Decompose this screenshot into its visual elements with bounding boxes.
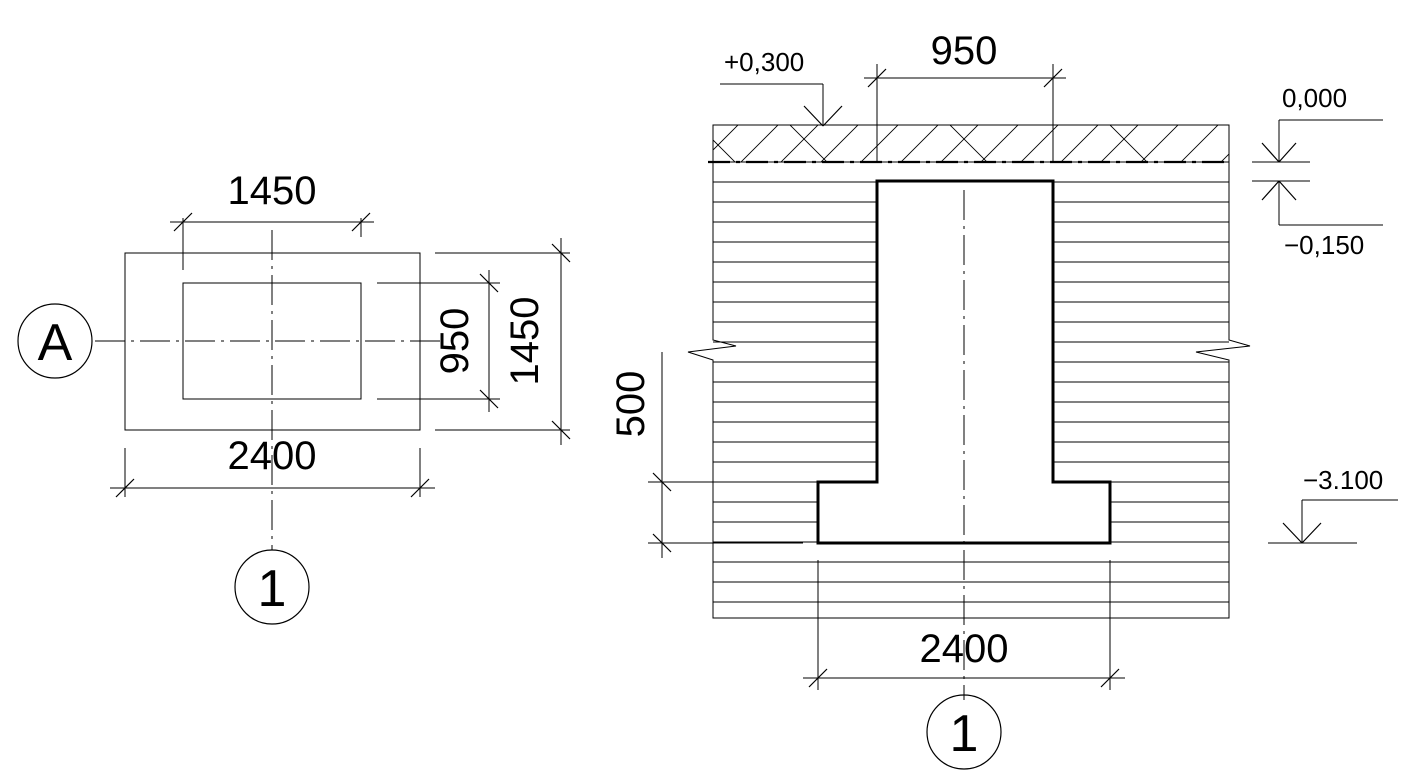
section-dim-top-label: 950	[931, 29, 998, 73]
section-fill-hatch-band	[712, 124, 1230, 163]
plan-dim-bottom: 2400	[110, 434, 435, 498]
plan-axis-bubble-a-label: A	[38, 314, 73, 372]
section-dim-bottom: 2400	[803, 560, 1125, 690]
section-level-top: +0,300	[720, 47, 843, 127]
plan-axis-bubble-1: 1	[234, 549, 310, 625]
section-axis-bubble-1-label: 1	[950, 705, 979, 763]
section-dim-side-label: 500	[609, 371, 653, 438]
section-dim-side: 500	[609, 352, 803, 558]
section-level-ground-label: 0,000	[1282, 83, 1347, 113]
section-soil-outline	[687, 162, 1251, 619]
plan-dim-top-label: 1450	[228, 169, 317, 213]
section-dim-top: 950	[864, 29, 1066, 162]
plan-dim-top: 1450	[170, 169, 374, 270]
plan-axis-bubble-1-label: 1	[258, 560, 287, 618]
section-level-below-ground-label: −0,150	[1284, 230, 1364, 260]
section-axis-bubble-1: 1	[926, 694, 1002, 770]
plan-dim-inner-vertical: 950	[377, 270, 500, 412]
section-level-ground: 0,000	[1252, 83, 1383, 163]
section-dim-bottom-label: 2400	[920, 627, 1009, 671]
plan-dim-outer-vertical-label: 1450	[503, 297, 547, 386]
section-level-base: −3.100	[1268, 465, 1398, 544]
plan-axis-bubble-a: A	[17, 303, 93, 379]
plan-dim-bottom-label: 2400	[228, 434, 317, 478]
section-level-top-label: +0,300	[724, 47, 804, 77]
section-level-below-ground: −0,150	[1252, 180, 1383, 260]
section-view: 950 2400 500 +0,300	[609, 29, 1398, 770]
section-fill-diagonal-hatch	[713, 125, 1229, 162]
plan-view: 1450 2400 950 1450	[17, 169, 571, 625]
plan-dim-inner-vertical-label: 950	[433, 308, 477, 375]
section-level-base-label: −3.100	[1303, 465, 1383, 495]
plan-dim-outer-vertical: 1450	[435, 238, 571, 445]
